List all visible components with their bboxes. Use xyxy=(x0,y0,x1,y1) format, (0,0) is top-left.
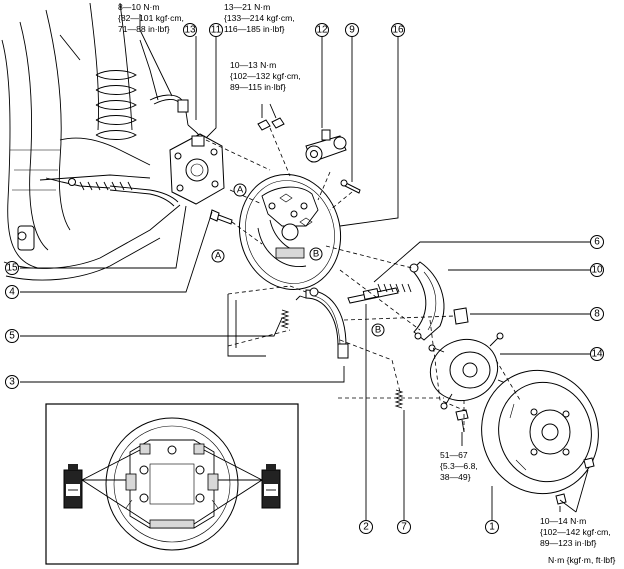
wheel-cylinder xyxy=(305,129,347,163)
callout-3: 3 xyxy=(5,375,19,389)
adjuster-strut xyxy=(347,283,412,304)
ref-mark-b-lower: B xyxy=(371,323,385,337)
wheel-hub xyxy=(428,332,514,410)
torque-spec-backing-plate: 13—21 N·m {133—214 kgf·cm, 116—185 in·lb… xyxy=(224,2,295,34)
parking-brake-cable xyxy=(45,177,179,207)
callout-13: 13 xyxy=(183,23,197,37)
svg-text:2: 2 xyxy=(363,522,369,533)
leader-lines xyxy=(20,14,590,520)
svg-text:B: B xyxy=(313,249,319,260)
callout-7: 7 xyxy=(397,520,411,534)
svg-text:5: 5 xyxy=(9,331,15,342)
svg-text:9: 9 xyxy=(349,25,355,36)
svg-text:71—88 in·lbf}: 71—88 in·lbf} xyxy=(118,24,170,34)
svg-text:15: 15 xyxy=(6,263,18,274)
svg-text:1: 1 xyxy=(489,522,495,533)
axle-flange xyxy=(169,133,225,205)
svg-text:14: 14 xyxy=(591,349,603,360)
svg-text:13—21 N·m: 13—21 N·m xyxy=(224,2,270,12)
assembly-lines xyxy=(205,127,521,432)
callout-1: 1 xyxy=(485,520,499,534)
callout-16: 16 xyxy=(391,23,405,37)
callout-12: 12 xyxy=(315,23,329,37)
callout-10: 10 xyxy=(590,263,604,277)
callout-14: 14 xyxy=(590,347,604,361)
callout-6: 6 xyxy=(590,235,604,249)
svg-text:{102—142 kgf·cm,: {102—142 kgf·cm, xyxy=(540,527,611,537)
svg-text:3: 3 xyxy=(9,377,15,388)
grease-inset xyxy=(45,403,299,565)
drum-screws xyxy=(555,457,595,505)
unit-legend: N·m {kgf·m, ft·lbf} xyxy=(548,555,615,565)
svg-text:116—185 in·lbf}: 116—185 in·lbf} xyxy=(224,24,285,34)
return-springs xyxy=(280,295,404,409)
vehicle-suspension-outline xyxy=(1,2,181,281)
torque-spec-cable-bracket: 8—10 N·m {82—101 kgf·cm, 71—88 in·lbf} xyxy=(118,2,184,34)
svg-text:89—123 in·lbf}: 89—123 in·lbf} xyxy=(540,538,597,548)
svg-text:{5.3—6.8,: {5.3—6.8, xyxy=(440,461,478,471)
callout-15: 15 xyxy=(5,261,19,275)
brake-drum xyxy=(481,369,599,495)
shoe-hold-pin xyxy=(340,179,361,194)
backing-plate-assembly xyxy=(238,174,342,290)
grease-tube-icon xyxy=(63,464,83,509)
svg-text:38—49}: 38—49} xyxy=(440,472,471,482)
grease-tube-icon xyxy=(261,464,281,509)
torque-spec-drum-screw: 10—14 N·m {102—142 kgf·cm, 89—123 in·lbf… xyxy=(540,516,611,548)
backing-plate-bolt xyxy=(209,209,233,225)
svg-text:8—10 N·m: 8—10 N·m xyxy=(118,2,160,12)
svg-text:16: 16 xyxy=(392,25,404,36)
svg-text:A: A xyxy=(215,251,222,262)
ref-mark-b-upper: B xyxy=(309,247,323,261)
svg-text:8: 8 xyxy=(594,309,600,320)
callout-8: 8 xyxy=(590,307,604,321)
callout-4: 4 xyxy=(5,285,19,299)
svg-text:10: 10 xyxy=(591,265,603,276)
svg-text:{133—214 kgf·cm,: {133—214 kgf·cm, xyxy=(224,13,295,23)
brake-shoe-left xyxy=(305,287,349,359)
svg-text:{102—132 kgf·cm,: {102—132 kgf·cm, xyxy=(230,71,301,81)
wheel-cylinder-bolts xyxy=(257,117,285,131)
svg-text:89—115 in·lbf}: 89—115 in·lbf} xyxy=(230,82,286,92)
svg-text:{82—101 kgf·cm,: {82—101 kgf·cm, xyxy=(118,13,184,23)
svg-text:51—67: 51—67 xyxy=(440,450,468,460)
ref-mark-a-upper: A xyxy=(233,183,247,197)
svg-text:7: 7 xyxy=(401,522,407,533)
retainer-clip xyxy=(453,307,469,325)
group-bracket xyxy=(227,294,266,357)
svg-text:10—13 N·m: 10—13 N·m xyxy=(230,60,276,70)
ref-mark-a-lower: A xyxy=(211,249,225,263)
brake-shoe-right xyxy=(409,261,445,341)
torque-spec-wheel-cylinder: 10—13 N·m {102—132 kgf·cm, 89—115 in·lbf… xyxy=(230,60,301,92)
torque-spec-hub-bolt: 51—67 {5.3—6.8, 38—49} xyxy=(440,450,478,482)
svg-text:6: 6 xyxy=(594,237,600,248)
svg-text:10—14 N·m: 10—14 N·m xyxy=(540,516,586,526)
callout-9: 9 xyxy=(345,23,359,37)
svg-text:A: A xyxy=(237,185,244,196)
svg-text:11: 11 xyxy=(211,25,222,36)
svg-text:4: 4 xyxy=(9,287,15,298)
callout-5: 5 xyxy=(5,329,19,343)
svg-text:12: 12 xyxy=(316,25,328,36)
svg-text:13: 13 xyxy=(184,25,196,36)
hub-bolt xyxy=(455,409,469,433)
callout-11: 11 xyxy=(209,23,223,37)
callout-2: 2 xyxy=(359,520,373,534)
svg-text:B: B xyxy=(375,325,381,336)
